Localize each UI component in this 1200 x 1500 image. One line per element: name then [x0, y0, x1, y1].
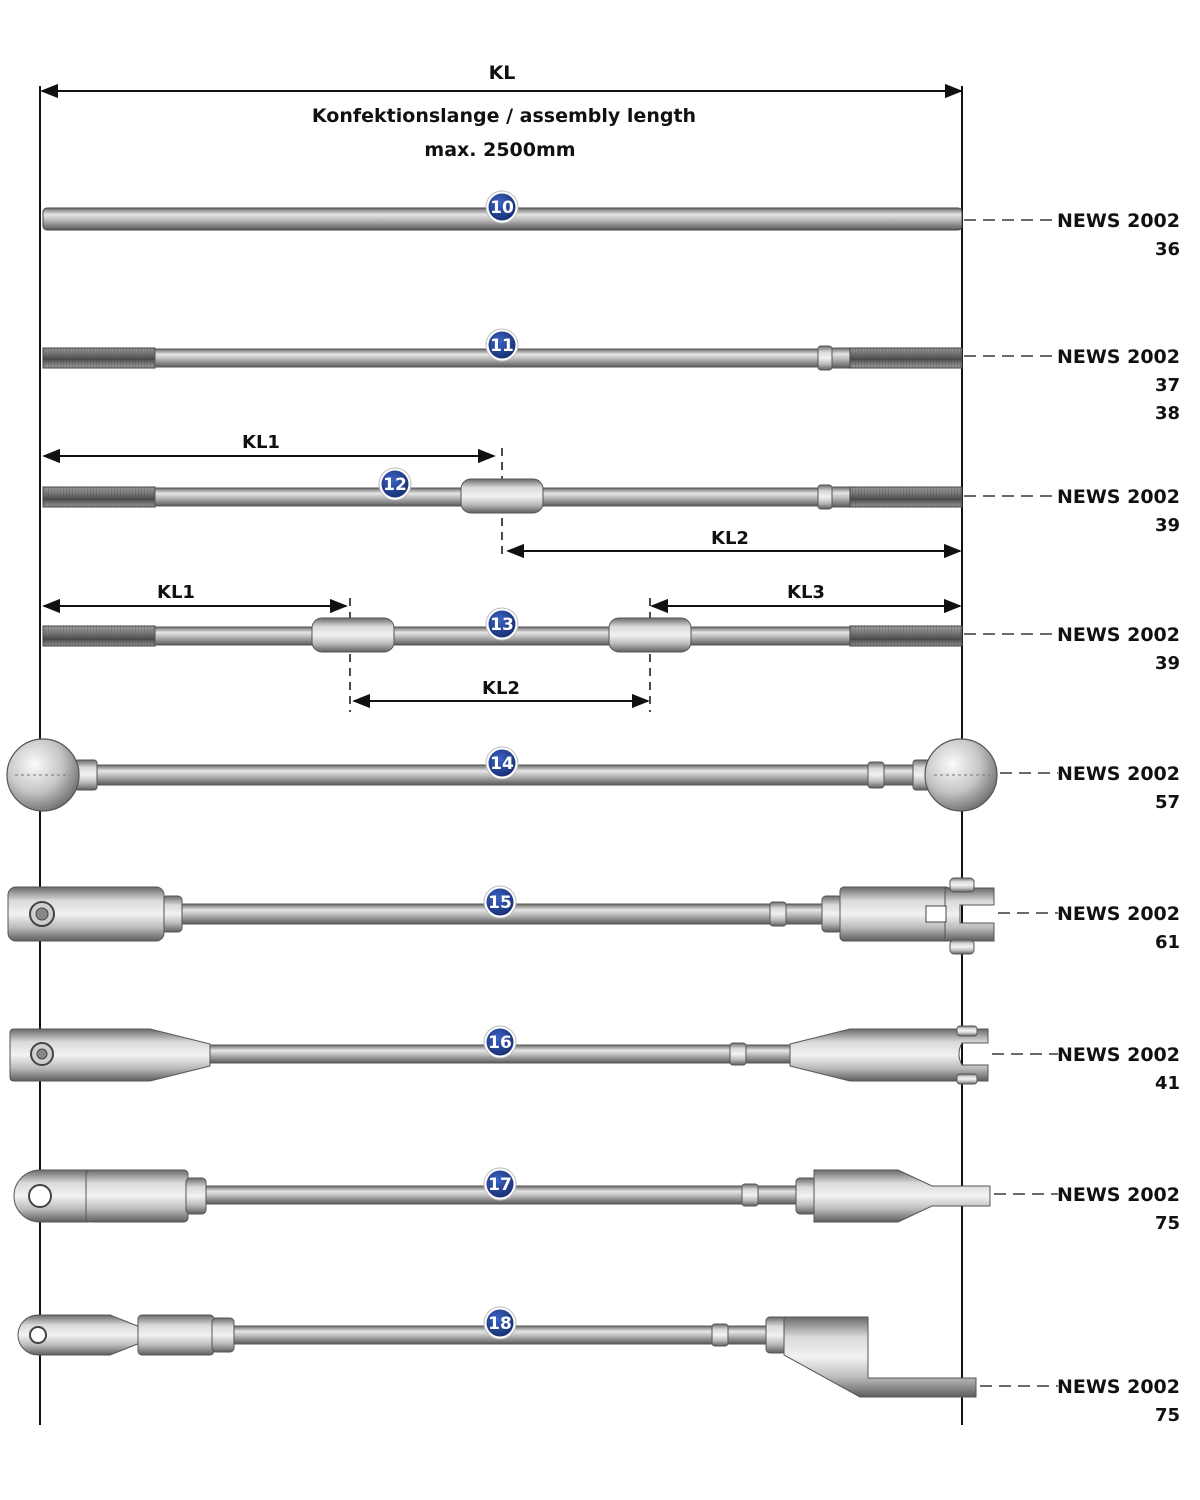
rod-reference-15: NEWS 2002 61 — [998, 903, 1180, 953]
rod-badge-18: 18 — [483, 1306, 517, 1340]
rod-badge-16: 16 — [483, 1025, 517, 1059]
rod-reference-11: NEWS 2002 37 38 — [964, 346, 1180, 424]
reference-page: 38 — [1155, 403, 1180, 424]
reference-page: 36 — [1155, 239, 1180, 260]
reference-title: NEWS 2002 — [1057, 1376, 1180, 1398]
reference-page: 75 — [1155, 1213, 1180, 1234]
reference-page: 39 — [1155, 653, 1180, 674]
reference-title: NEWS 2002 — [1057, 763, 1180, 785]
reference-page: 57 — [1155, 792, 1180, 813]
rod-reference-18: NEWS 2002 75 — [980, 1376, 1180, 1426]
rod-reference-16: NEWS 2002 41 — [992, 1044, 1180, 1094]
rod-12: KL1 KL2 — [42, 432, 963, 559]
max-length-label: max. 2500mm — [424, 139, 575, 161]
rod-18 — [17, 1314, 977, 1398]
rod-number: 16 — [488, 1033, 512, 1053]
rod-reference-10: NEWS 2002 36 — [964, 210, 1180, 260]
rod-13: KL1 KL3 KL2 — [42, 582, 963, 712]
reference-title: NEWS 2002 — [1057, 1184, 1180, 1206]
rod-badge-10: 10 — [485, 190, 519, 224]
reference-title: NEWS 2002 — [1057, 486, 1180, 508]
rod-reference-13: NEWS 2002 39 — [964, 624, 1180, 674]
reference-title: NEWS 2002 — [1057, 210, 1180, 232]
reference-title: NEWS 2002 — [1057, 624, 1180, 646]
rod-number: 18 — [488, 1314, 512, 1334]
rod-badge-17: 17 — [483, 1167, 517, 1201]
badges-layer: 10 11 12 13 14 15 16 17 18 — [378, 190, 519, 1340]
assembly-length-label: Konfektionslange / assembly length — [312, 105, 696, 127]
rod-13-kl3-label: KL3 — [787, 582, 825, 603]
reference-page: 39 — [1155, 515, 1180, 536]
rod-badge-13: 13 — [485, 607, 519, 641]
rod-14 — [6, 738, 998, 812]
kl-label: KL — [489, 62, 516, 84]
reference-page: 41 — [1155, 1073, 1180, 1094]
rod-reference-14: NEWS 2002 57 — [1000, 763, 1180, 813]
rod-reference-17: NEWS 2002 75 — [994, 1184, 1180, 1234]
rod-badge-12: 12 — [378, 467, 412, 501]
header-group: KL Konfektionslange / assembly length ma… — [40, 62, 963, 161]
reference-page: 37 — [1155, 375, 1180, 396]
rod-13-kl1-label: KL1 — [157, 582, 195, 603]
rod-number: 11 — [490, 336, 514, 356]
rod-number: 15 — [488, 893, 512, 913]
rod-badge-15: 15 — [483, 885, 517, 919]
reference-title: NEWS 2002 — [1057, 1044, 1180, 1066]
rod-number: 14 — [490, 754, 514, 774]
rod-number: 10 — [490, 198, 514, 218]
reference-title: NEWS 2002 — [1057, 346, 1180, 368]
reference-title: NEWS 2002 — [1057, 903, 1180, 925]
rod-12-kl2-label: KL2 — [711, 528, 749, 549]
rod-badge-11: 11 — [485, 328, 519, 362]
rod-reference-12: NEWS 2002 39 — [964, 486, 1180, 536]
rod-11 — [42, 345, 963, 371]
rod-number: 12 — [383, 475, 407, 495]
rod-badge-14: 14 — [485, 746, 519, 780]
rod-number: 17 — [488, 1175, 512, 1195]
reference-page: 61 — [1155, 932, 1180, 953]
rod-12-kl1-label: KL1 — [242, 432, 280, 453]
reference-page: 75 — [1155, 1405, 1180, 1426]
rod-number: 13 — [490, 615, 514, 635]
rod-13-kl2-label: KL2 — [482, 678, 520, 699]
